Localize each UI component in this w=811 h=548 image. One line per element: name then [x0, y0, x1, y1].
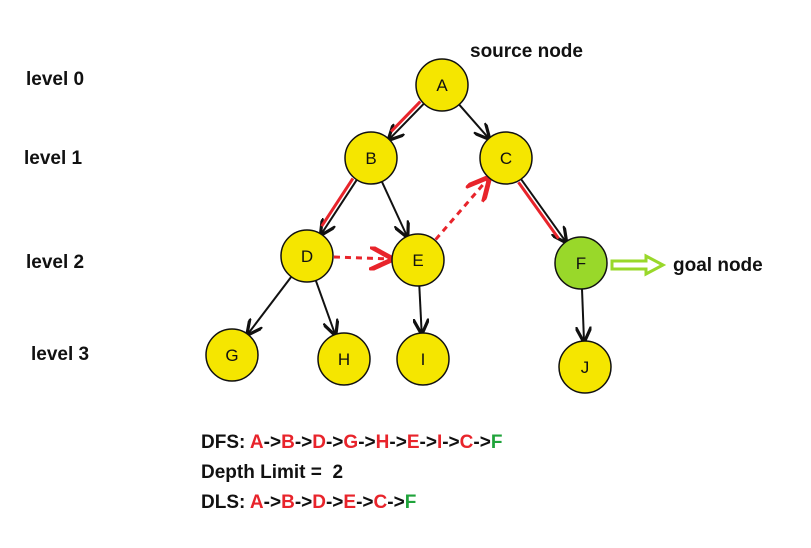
- sequence-node: D: [312, 432, 326, 453]
- node-circle: [479, 131, 533, 185]
- node-label: D: [301, 247, 313, 266]
- dls-path-D-E: [333, 257, 391, 259]
- sequence-node: F: [490, 432, 503, 453]
- depth-limit-value: 2: [332, 462, 344, 483]
- edge-E-I: [419, 285, 421, 333]
- edge-B-D: [321, 179, 358, 234]
- edge-D-G: [248, 276, 293, 335]
- dls-sequence: A->B->D->E->C->F: [250, 492, 416, 513]
- node-f: F: [554, 236, 608, 290]
- sequence-arrow: ->: [419, 432, 437, 453]
- sequence-arrow: ->: [387, 492, 405, 513]
- node-a: A: [415, 58, 469, 112]
- node-label: G: [225, 346, 238, 365]
- node-label: A: [436, 76, 448, 95]
- node-circle: [558, 340, 612, 394]
- edge-A-B: [389, 102, 425, 140]
- sequence-arrow: ->: [358, 432, 376, 453]
- dls-path-E-C: [434, 178, 489, 241]
- node-j: J: [558, 340, 612, 394]
- sequence-node: A: [249, 432, 264, 453]
- source-node-label: source node: [470, 41, 583, 62]
- sequence-node: G: [343, 432, 359, 453]
- depth-limit-line: Depth Limit = 2: [201, 462, 343, 484]
- depth-limit-label: Depth Limit =: [201, 462, 322, 483]
- node-circle: [391, 233, 445, 287]
- sequence-arrow: ->: [325, 492, 344, 513]
- edge-A-C: [458, 103, 489, 139]
- sequence-arrow: ->: [263, 492, 282, 513]
- node-label: C: [500, 149, 512, 168]
- node-e: E: [391, 233, 445, 287]
- node-label: H: [338, 350, 350, 369]
- sequence-arrow: ->: [325, 432, 344, 453]
- sequence-node: C: [459, 432, 474, 453]
- node-circle: [280, 229, 334, 283]
- node-i: I: [396, 332, 450, 386]
- node-circle: [205, 328, 259, 382]
- dfs-label: DFS:: [201, 432, 246, 453]
- dls-path-A-B: [390, 100, 422, 133]
- node-b: B: [344, 131, 398, 185]
- node-label: J: [581, 358, 590, 377]
- dfs-line: DFS: A->B->D->G->H->E->I->C->F: [201, 432, 502, 454]
- sequence-arrow: ->: [294, 492, 313, 513]
- node-label: B: [365, 149, 376, 168]
- sequence-node: D: [312, 492, 326, 513]
- edge-B-E: [380, 181, 407, 237]
- edge-F-J: [582, 288, 584, 341]
- sequence-node: A: [249, 492, 264, 513]
- sequence-arrow: ->: [356, 492, 374, 513]
- node-circle: [554, 236, 608, 290]
- sequence-node: E: [406, 432, 420, 453]
- node-h: H: [317, 332, 371, 386]
- level-1-label: level 1: [24, 148, 83, 169]
- node-label: I: [421, 350, 426, 369]
- node-label: F: [576, 254, 586, 273]
- node-circle: [396, 332, 450, 386]
- dls-path-B-D: [320, 177, 355, 228]
- sequence-node: B: [281, 432, 295, 453]
- sequence-arrow: ->: [263, 432, 282, 453]
- sequence-arrow: ->: [389, 432, 407, 453]
- dls-path-C-F: [517, 181, 560, 240]
- sequence-node: I: [436, 432, 443, 453]
- goal-arrow-icon: [610, 253, 667, 277]
- level-0-label: level 0: [26, 69, 84, 90]
- sequence-arrow: ->: [442, 432, 460, 453]
- node-label: E: [412, 251, 423, 270]
- node-g: G: [205, 328, 259, 382]
- node-circle: [344, 131, 398, 185]
- edge-D-H: [314, 280, 335, 334]
- node-c: C: [479, 131, 533, 185]
- sequence-node: F: [404, 492, 417, 513]
- node-circle: [317, 332, 371, 386]
- dls-label: DLS:: [201, 492, 246, 513]
- sequence-node: C: [373, 492, 388, 513]
- search-tree-diagram: level 0 level 1 level 2 level 3 source n…: [24, 41, 763, 394]
- goal-node-label: goal node: [673, 255, 763, 276]
- node-circle: [415, 58, 469, 112]
- edge-C-F: [520, 178, 566, 242]
- sequence-node: B: [281, 492, 295, 513]
- sequence-node: H: [375, 432, 390, 453]
- sequence-arrow: ->: [473, 432, 491, 453]
- dls-line: DLS: A->B->D->E->C->F: [201, 492, 416, 514]
- level-3-label: level 3: [31, 344, 89, 365]
- sequence-node: E: [343, 492, 357, 513]
- node-d: D: [280, 229, 334, 283]
- level-2-label: level 2: [26, 252, 84, 273]
- dfs-sequence: A->B->D->G->H->E->I->C->F: [250, 432, 503, 453]
- sequence-arrow: ->: [294, 432, 313, 453]
